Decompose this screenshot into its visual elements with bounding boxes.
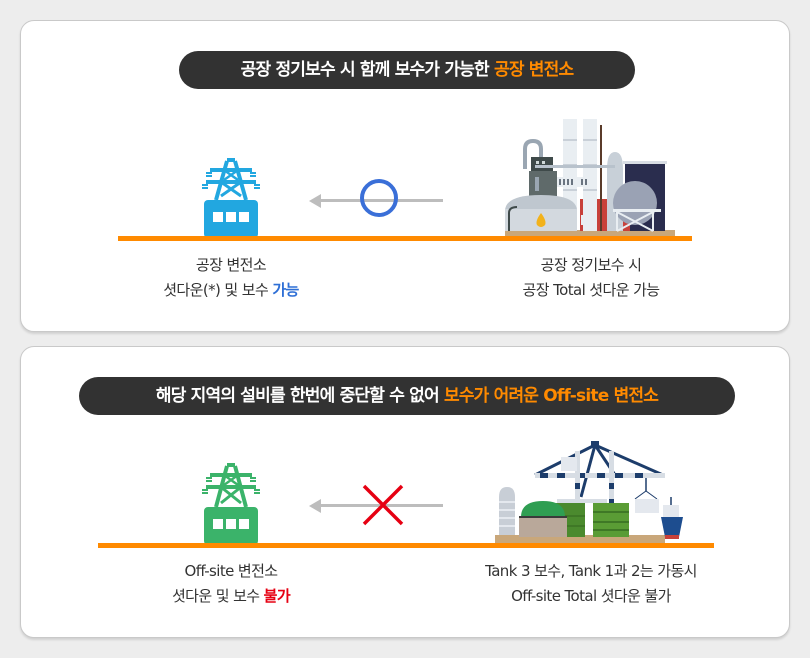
arrow-left-icon xyxy=(309,194,321,208)
ground-line xyxy=(98,543,714,548)
caption-line1: Off-site 변전소 xyxy=(184,562,278,580)
panel-offsite-substation: 해당 지역의 설비를 한번에 중단할 수 없어 보수가 어려운 Off-site… xyxy=(20,346,790,638)
arrow-left-icon xyxy=(309,499,321,513)
caption-offsite-substation: Off-site 변전소 셧다운 및 보수 불가 xyxy=(101,559,361,609)
ground-line xyxy=(118,236,692,241)
caption-highlight-impossible: 불가 xyxy=(263,587,291,605)
caption-line2: 공장 Total 셧다운 가능 xyxy=(522,281,661,299)
caption-text: 셧다운 및 보수 xyxy=(171,587,264,605)
banner-title: 해당 지역의 설비를 한번에 중단할 수 없어 보수가 어려운 Off-site… xyxy=(79,377,735,415)
caption-offsite-tanks: Tank 3 보수, Tank 1과 2는 가동시 Off-site Total… xyxy=(421,559,761,609)
transmission-tower-icon xyxy=(196,461,266,545)
caption-line2: 셧다운 및 보수 불가 xyxy=(101,584,361,609)
port-tank-crane-ship-icon xyxy=(485,437,725,547)
caption-factory: 공장 정기보수 시 공장 Total 셧다운 가능 xyxy=(461,253,721,303)
caption-substation: 공장 변전소 셧다운(*) 및 보수 가능 xyxy=(101,253,361,303)
banner-text: 공장 정기보수 시 함께 보수가 가능한 xyxy=(240,60,494,80)
caption-highlight-possible: 가능 xyxy=(272,281,299,299)
caption-line1: Tank 3 보수, Tank 1과 2는 가동시 xyxy=(485,562,697,580)
caption-line1: 공장 변전소 xyxy=(195,256,267,274)
x-impossible-icon xyxy=(362,484,404,526)
banner-text: 해당 지역의 설비를 한번에 중단할 수 없어 xyxy=(155,386,444,406)
banner-highlight: 공장 변전소 xyxy=(493,60,574,80)
caption-line2: Off-site Total 셧다운 불가 xyxy=(511,587,671,605)
banner-highlight: 보수가 어려운 Off-site 변전소 xyxy=(443,386,659,406)
circle-possible-icon xyxy=(360,179,398,217)
banner-title: 공장 정기보수 시 함께 보수가 가능한 공장 변전소 xyxy=(179,51,635,89)
transmission-tower-icon xyxy=(196,156,266,238)
caption-line1: 공장 정기보수 시 xyxy=(540,256,642,274)
factory-plant-icon xyxy=(485,109,695,239)
caption-text: 셧다운(*) 및 보수 xyxy=(163,281,273,299)
panel-factory-substation: 공장 정기보수 시 함께 보수가 가능한 공장 변전소 xyxy=(20,20,790,332)
caption-line2: 셧다운(*) 및 보수 가능 xyxy=(101,278,361,303)
